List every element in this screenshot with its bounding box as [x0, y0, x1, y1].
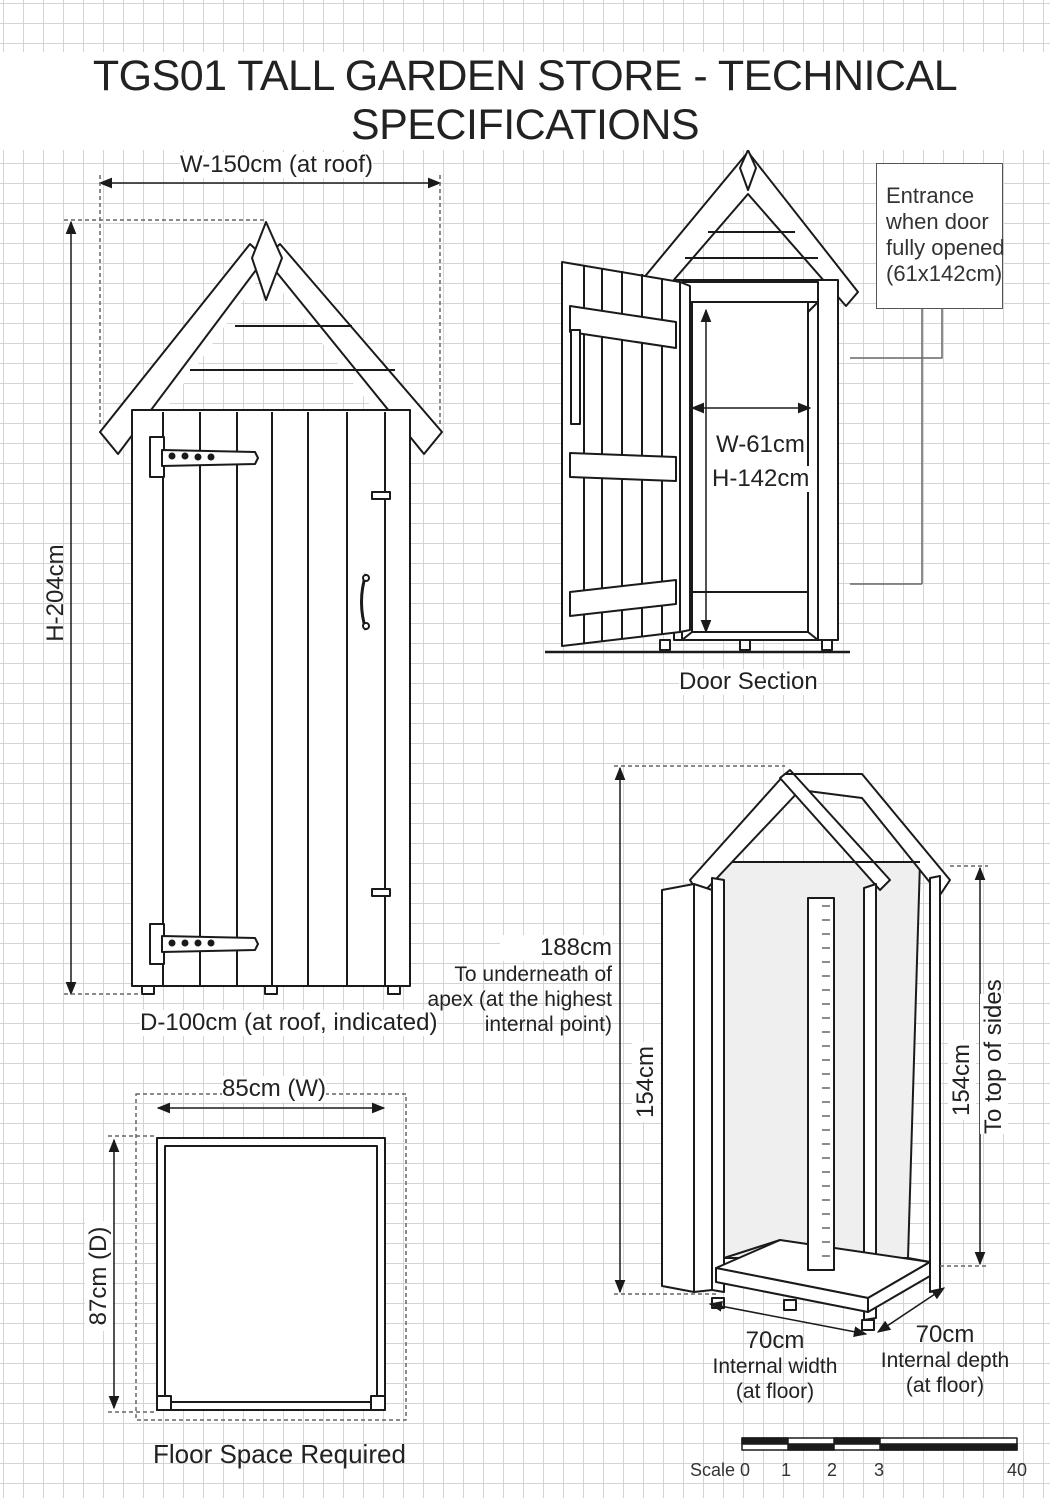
internal-width-note-line: (at floor) [735, 1380, 815, 1403]
entrance-note-line: when door [886, 209, 989, 234]
scale-tick: 2 [827, 1460, 838, 1480]
scale-tick: 3 [874, 1460, 885, 1480]
scale-tick: 40 [1007, 1460, 1028, 1480]
internal-width-note: Internal width (at floor) [700, 1354, 850, 1404]
internal-depth-note: Internal depth (at floor) [870, 1348, 1020, 1398]
apex-note-line: To underneath of [454, 963, 612, 986]
apex-note: To underneath of apex (at the highest in… [400, 962, 612, 1037]
front-width-label: W-150cm (at roof) [180, 151, 373, 178]
interior-view-drawing [614, 765, 988, 1338]
apex-height-value: 188cm [500, 935, 612, 961]
interior-right-note: To top of sides [980, 979, 1008, 1134]
internal-depth-note-line: Internal depth [880, 1349, 1010, 1372]
entrance-note-line: Entrance [886, 183, 975, 208]
interior-right-height: 154cm [948, 1040, 976, 1120]
scale-tick: 1 [781, 1460, 792, 1480]
internal-depth-note-line: (at floor) [905, 1374, 985, 1397]
entrance-note-box: Entrance when door fully opened (61x142c… [876, 163, 1005, 309]
floor-depth-label: 87cm (D) [85, 1221, 113, 1331]
floor-plan-caption: Floor Space Required [153, 1439, 406, 1469]
front-view-shed [99, 221, 443, 995]
measuring-stick-ticks [822, 905, 830, 1257]
door-height-label: H-142cm [712, 465, 810, 492]
entrance-note-line: (61x142cm) [886, 261, 1003, 286]
scale-bar [741, 1437, 1018, 1451]
scale-label: Scale 0 [690, 1460, 751, 1480]
internal-depth-value: 70cm [915, 1321, 975, 1348]
front-height-label: H-204cm [42, 544, 69, 642]
door-section-drawing [545, 149, 943, 654]
front-view-dimensions [64, 175, 442, 996]
apex-note-line: apex (at the highest [427, 988, 612, 1011]
entrance-note-line: fully opened [886, 235, 1005, 260]
apex-note-line: internal point) [484, 1013, 612, 1036]
front-depth-label: D-100cm (at roof, indicated) [140, 1009, 438, 1036]
internal-width-value: 70cm [745, 1327, 805, 1354]
floor-plan-drawing [108, 1093, 407, 1421]
floor-width-label: 85cm (W) [222, 1075, 326, 1102]
door-section-caption: Door Section [679, 668, 818, 695]
interior-left-height: 154cm [632, 1042, 660, 1122]
internal-width-note-line: Internal width [712, 1355, 838, 1378]
door-width-label: W-61cm [716, 431, 805, 458]
page-title: TGS01 TALL GARDEN STORE - TECHNICAL SPEC… [0, 52, 1050, 150]
